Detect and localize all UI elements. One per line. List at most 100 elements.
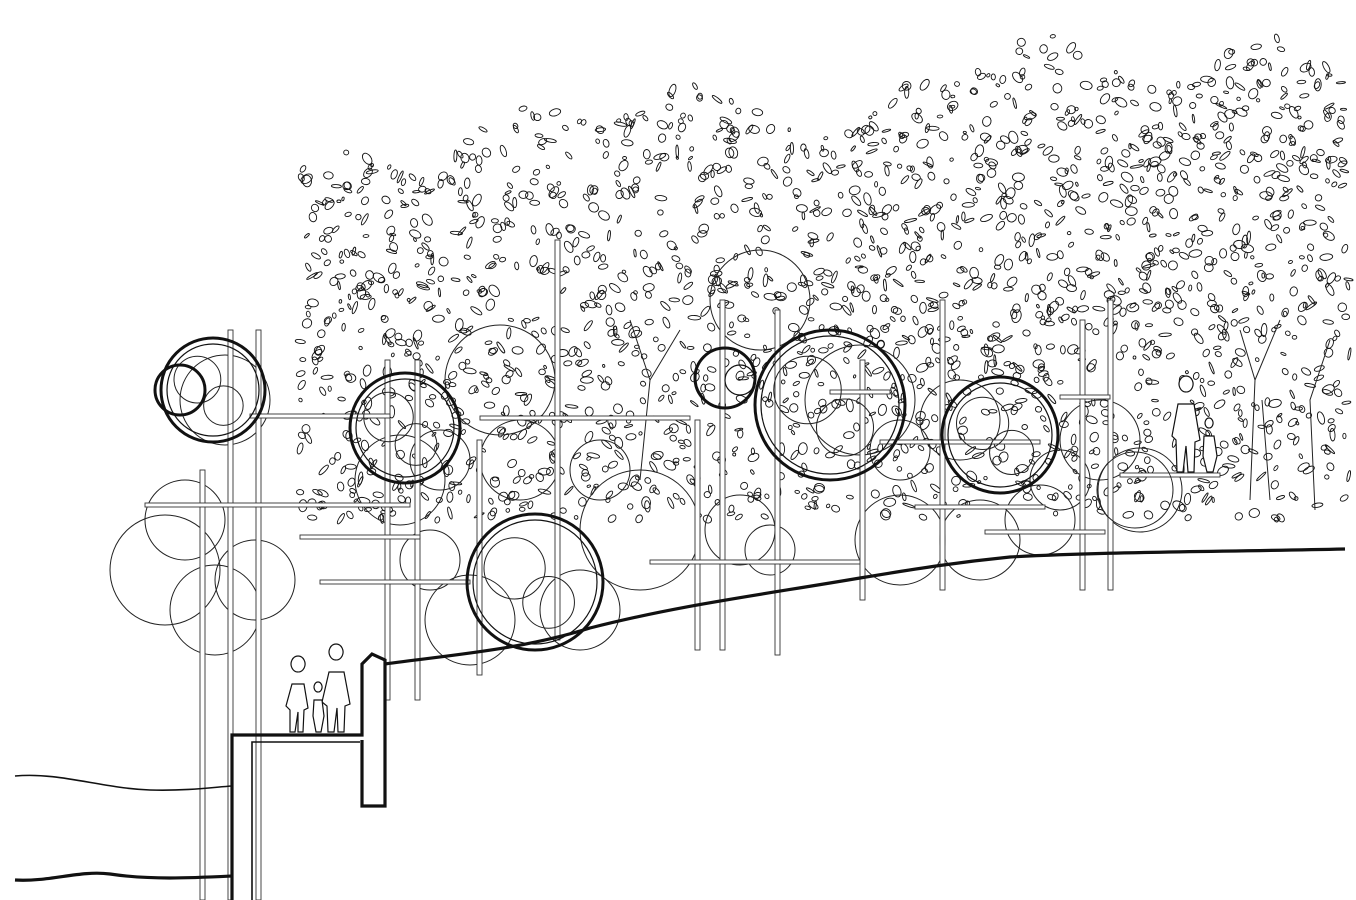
- leaf-mark: [983, 475, 988, 481]
- leaf-mark: [341, 322, 346, 332]
- leaf-mark: [546, 466, 554, 476]
- leaf-mark: [437, 275, 445, 283]
- canopy-circle: [939, 499, 1021, 581]
- leaf-mark: [1090, 463, 1099, 469]
- walkway-decks: [144, 389, 1221, 585]
- leaf-mark: [507, 459, 517, 468]
- leaf-mark: [694, 204, 699, 214]
- leaf-mark: [1117, 159, 1129, 168]
- leaf-mark: [682, 457, 691, 462]
- leaf-mark: [689, 400, 699, 408]
- leaf-mark: [618, 160, 629, 172]
- leaf-mark: [395, 338, 407, 347]
- leaf-mark: [1328, 107, 1336, 114]
- leaf-mark: [750, 447, 755, 456]
- leaf-mark: [956, 325, 966, 333]
- leaf-mark: [460, 429, 466, 435]
- leaf-mark: [537, 467, 551, 476]
- leaf-mark: [310, 203, 320, 213]
- leaf-mark: [977, 173, 986, 182]
- leaf-mark: [1270, 150, 1280, 159]
- leaf-mark: [943, 178, 950, 185]
- leaf-mark: [843, 431, 855, 439]
- leaf-mark: [1171, 285, 1179, 293]
- leaf-mark: [1208, 324, 1216, 331]
- leaf-mark: [1254, 404, 1260, 412]
- pole: [227, 329, 234, 900]
- pod-inner: [724, 364, 756, 396]
- leaf-mark: [696, 94, 703, 102]
- canopy-circle: [1097, 447, 1183, 533]
- leaf-mark: [343, 181, 352, 190]
- leaf-mark: [1212, 122, 1219, 131]
- leaf-mark: [904, 86, 910, 99]
- leaf-mark: [1200, 75, 1214, 83]
- leaf-mark: [914, 279, 926, 283]
- leaf-mark: [990, 73, 996, 81]
- leaf-mark: [1019, 67, 1026, 77]
- leaf-mark: [1196, 282, 1203, 292]
- leaf-mark: [915, 107, 922, 115]
- leaf-mark: [909, 250, 917, 264]
- deck: [144, 502, 411, 508]
- leaf-mark: [644, 477, 652, 484]
- leaf-mark: [565, 151, 573, 160]
- leaf-mark: [1132, 355, 1137, 360]
- leaf-mark: [679, 497, 686, 505]
- leaf-mark: [1337, 182, 1348, 189]
- leaf-mark: [1033, 376, 1040, 384]
- leaf-mark: [483, 373, 490, 380]
- leaf-mark: [362, 364, 372, 377]
- leaf-mark: [969, 329, 974, 334]
- leaf-mark: [1066, 42, 1077, 54]
- leaf-mark: [1188, 249, 1203, 258]
- leaf-mark: [683, 281, 694, 290]
- leaf-mark: [1288, 141, 1296, 146]
- leaf-mark: [924, 463, 934, 473]
- leaf-mark: [457, 150, 464, 159]
- leaf-mark: [980, 346, 993, 351]
- leaf-mark: [1143, 420, 1150, 426]
- leaf-mark: [1268, 62, 1272, 71]
- leaf-mark: [633, 290, 638, 295]
- leaf-mark: [918, 513, 928, 521]
- leaf-mark: [1265, 273, 1274, 280]
- leaf-mark: [1129, 164, 1144, 169]
- leaf-mark: [1227, 455, 1240, 463]
- leaf-mark: [808, 501, 819, 510]
- leaf-mark: [884, 165, 890, 177]
- leaf-mark: [1151, 124, 1160, 130]
- leaf-mark: [649, 484, 657, 494]
- leaf-mark: [1068, 241, 1075, 248]
- leaf-mark: [1003, 286, 1014, 292]
- leaf-mark: [1178, 122, 1187, 131]
- leaf-mark: [506, 327, 512, 340]
- leaf-mark: [1316, 411, 1326, 425]
- leaf-mark: [1173, 317, 1184, 326]
- leaf-mark: [1277, 412, 1283, 418]
- leaf-mark: [1218, 212, 1226, 222]
- leaf-mark: [793, 194, 799, 200]
- leaf-mark: [1012, 303, 1021, 314]
- leaf-mark: [757, 156, 769, 167]
- leaf-mark: [489, 507, 498, 517]
- leaf-mark: [1043, 320, 1055, 327]
- leaf-mark: [573, 347, 583, 358]
- leaf-mark: [530, 225, 537, 235]
- leaf-mark: [813, 267, 825, 276]
- leaf-mark: [545, 164, 551, 170]
- leaf-mark: [598, 210, 610, 221]
- leaf-mark: [1191, 113, 1196, 124]
- leaf-mark: [891, 405, 902, 417]
- leaf-mark: [1113, 320, 1118, 326]
- leaf-mark: [843, 357, 850, 364]
- leaf-mark: [1232, 195, 1238, 202]
- leaf-mark: [990, 282, 998, 290]
- leaf-mark: [1037, 143, 1046, 149]
- leaf-mark: [1141, 446, 1148, 453]
- leaf-mark: [995, 387, 1004, 395]
- leaf-mark: [463, 254, 471, 260]
- leaf-mark: [1202, 348, 1210, 358]
- leaf-mark: [297, 173, 305, 182]
- leaf-mark: [1236, 385, 1246, 395]
